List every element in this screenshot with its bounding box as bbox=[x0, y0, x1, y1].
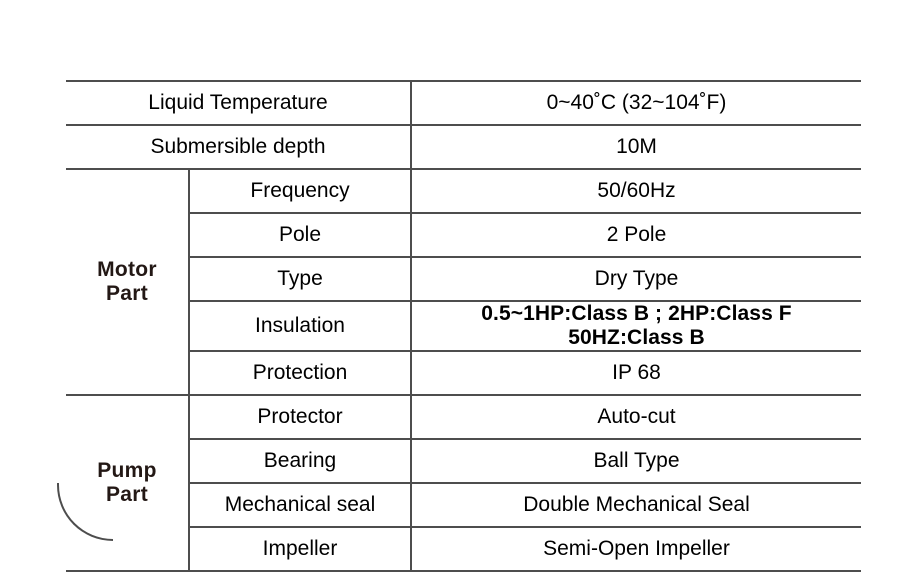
table-row: Pole 2 Pole bbox=[66, 212, 861, 258]
row-value-bearing: Ball Type bbox=[410, 438, 861, 485]
row-value-mechanical-seal: Double Mechanical Seal bbox=[410, 482, 861, 529]
row-value-submersible-depth: 10M bbox=[410, 124, 861, 170]
group-label-pump-part-line1: Pump bbox=[97, 459, 157, 483]
table-row: Mechanical seal Double Mechanical Seal bbox=[66, 482, 861, 529]
row-value-impeller: Semi-Open Impeller bbox=[410, 526, 861, 573]
row-label-impeller: Impeller bbox=[189, 526, 412, 573]
specification-table: Liquid Temperature 0~40˚C (32~104˚F) Sub… bbox=[66, 80, 861, 573]
row-value-type: Dry Type bbox=[410, 256, 861, 302]
row-value-frequency: 50/60Hz bbox=[410, 168, 861, 214]
table-row: Liquid Temperature 0~40˚C (32~104˚F) bbox=[66, 80, 861, 126]
row-label-type: Type bbox=[189, 256, 412, 302]
row-label-protection: Protection bbox=[189, 350, 412, 397]
table-row: Impeller Semi-Open Impeller bbox=[66, 526, 861, 573]
table-row: Type Dry Type bbox=[66, 256, 861, 302]
row-label-liquid-temperature: Liquid Temperature bbox=[66, 80, 412, 126]
group-label-motor-part-line2: Part bbox=[105, 282, 149, 306]
row-label-protector: Protector bbox=[188, 394, 412, 441]
specification-table-container: Liquid Temperature 0~40˚C (32~104˚F) Sub… bbox=[57, 80, 861, 573]
table-row: Bearing Ball Type bbox=[66, 438, 861, 485]
group-label-motor-part-line1: Motor bbox=[97, 258, 157, 281]
row-value-protection: IP 68 bbox=[410, 350, 861, 397]
group-label-pump-part-line2: Part bbox=[105, 483, 149, 507]
row-value-protector: Auto-cut bbox=[410, 394, 861, 441]
table-row: Insulation 0.5~1HP:Class B ; 2HP:Class F… bbox=[66, 299, 861, 353]
row-label-frequency: Frequency bbox=[188, 168, 412, 214]
table-row: Submersible depth 10M bbox=[66, 124, 861, 170]
row-label-pole: Pole bbox=[189, 212, 412, 258]
row-label-bearing: Bearing bbox=[189, 438, 412, 485]
row-label-insulation: Insulation bbox=[189, 299, 412, 353]
row-label-submersible-depth: Submersible depth bbox=[66, 124, 412, 170]
row-label-mechanical-seal: Mechanical seal bbox=[189, 482, 412, 529]
row-value-insulation-line2: 50HZ:Class B bbox=[568, 326, 705, 350]
row-value-pole: 2 Pole bbox=[410, 212, 861, 258]
row-value-liquid-temperature: 0~40˚C (32~104˚F) bbox=[410, 80, 861, 126]
table-row: Protection IP 68 bbox=[66, 350, 861, 397]
row-value-insulation-line1: 0.5~1HP:Class B ; 2HP:Class F bbox=[481, 302, 792, 325]
